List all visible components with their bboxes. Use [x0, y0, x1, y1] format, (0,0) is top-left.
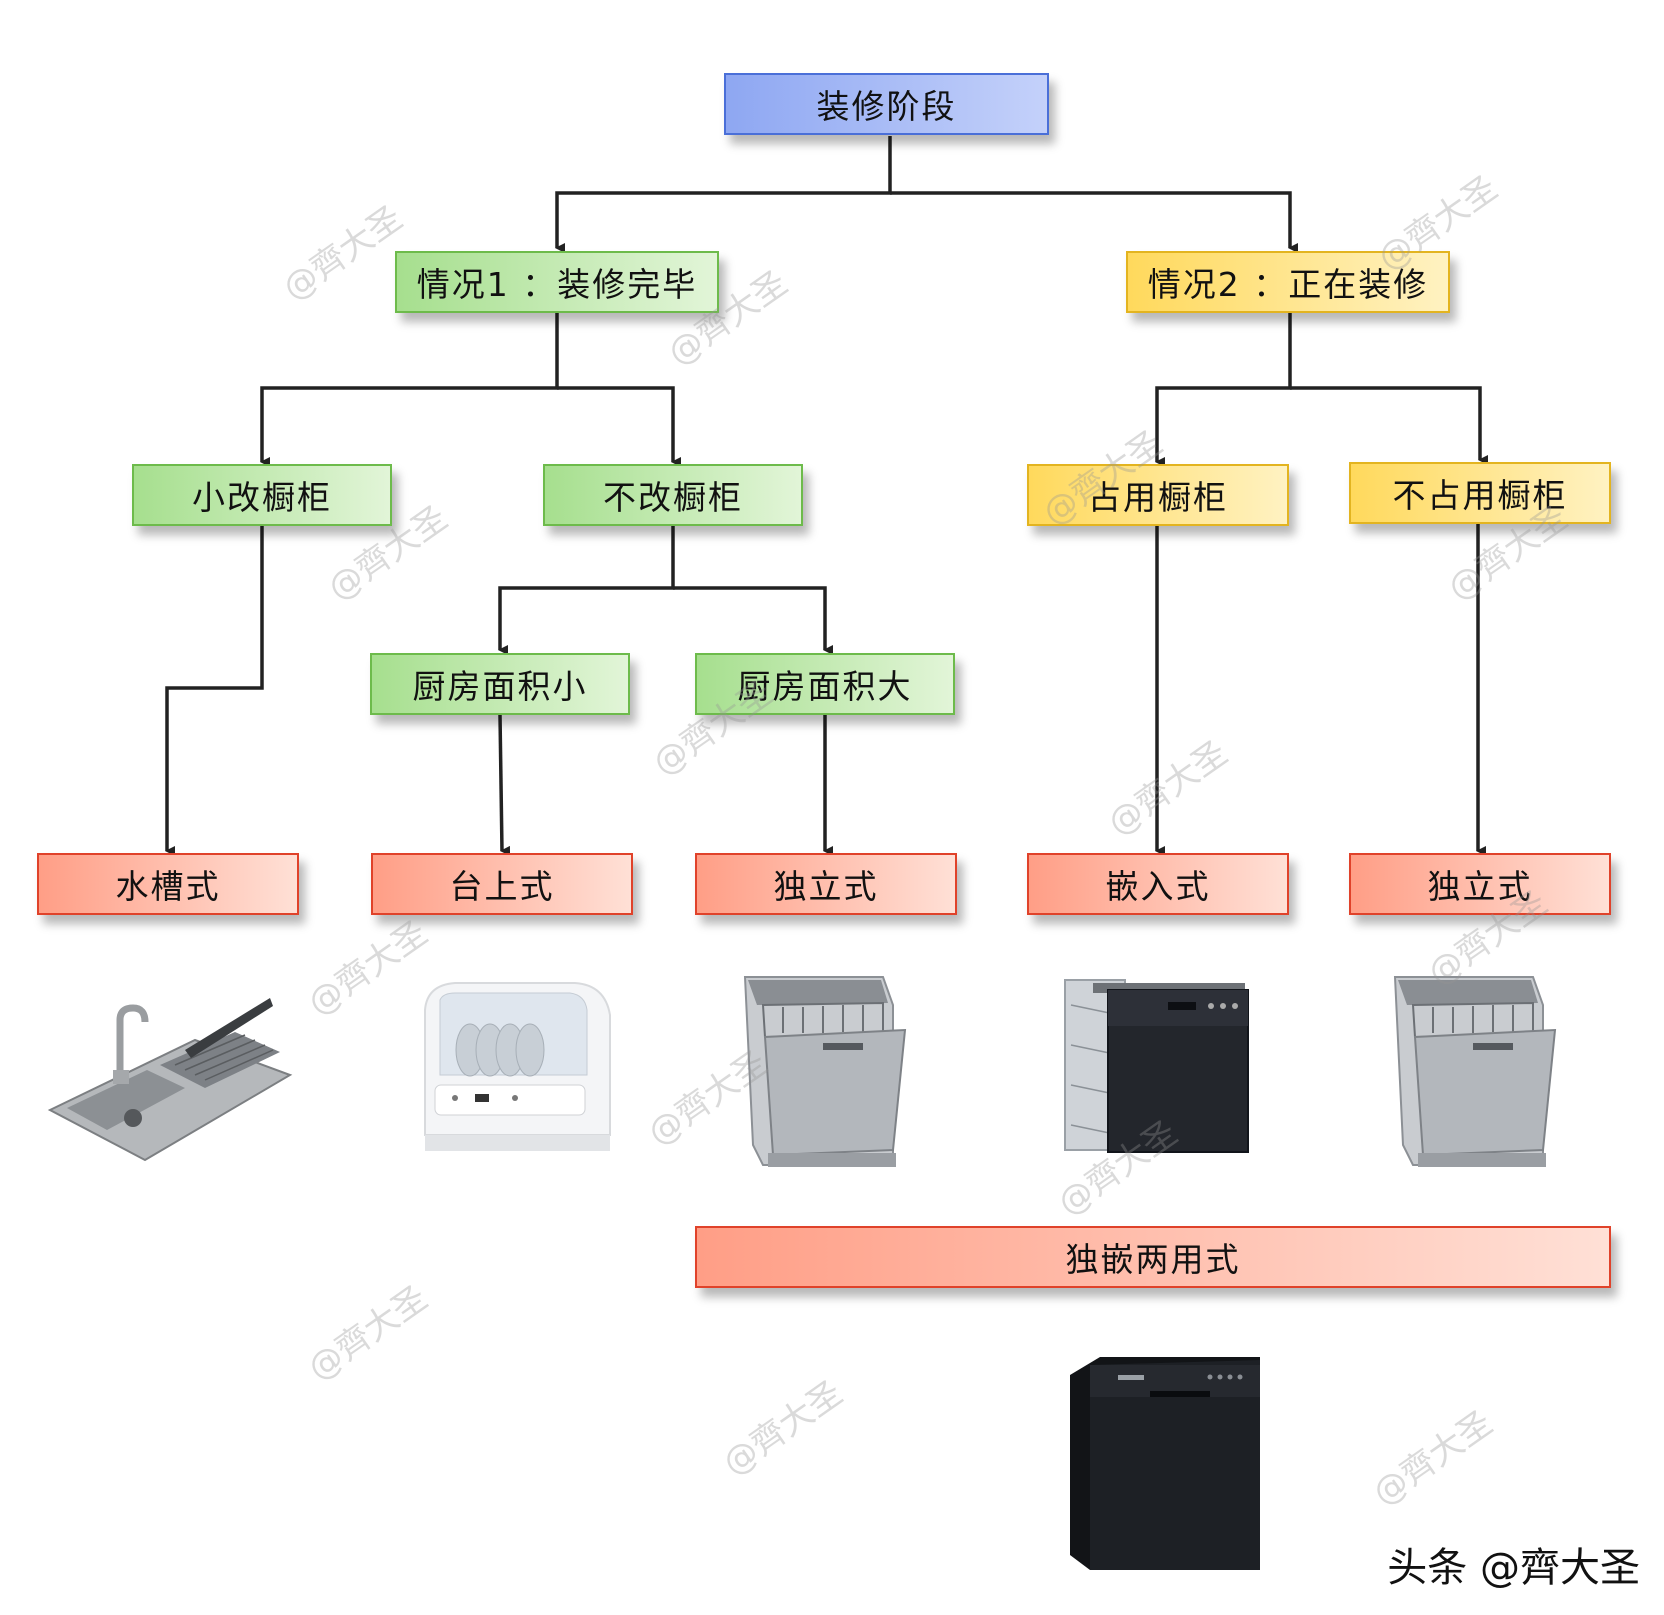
node-case2-label: 情况2 ：正在装修 — [1147, 265, 1429, 304]
dual-use-black-dishwasher-image — [1070, 1357, 1260, 1570]
node-kitchen-large: 厨房面积大 — [695, 653, 955, 715]
node-freestanding-type-1-label: 独立式 — [773, 867, 879, 906]
node-builtin-type: 嵌入式 — [1027, 853, 1289, 915]
node-case1: 情况1 ：装修完毕 — [395, 251, 719, 313]
node-no-change-label: 不改橱柜 — [603, 478, 743, 517]
builtin-dishwasher-image — [1064, 979, 1249, 1153]
connector-case2-nooccupy — [1290, 386, 1488, 465]
freestanding-dishwasher-image — [743, 976, 907, 1167]
node-no-change: 不改橱柜 — [543, 464, 803, 526]
node-dual-use-type: 独嵌两用式 — [695, 1226, 1611, 1288]
node-kitchen-small-label: 厨房面积小 — [412, 667, 588, 706]
countertop-dishwasher-image — [424, 982, 611, 1151]
node-occupy-cabinet: 占用橱柜 — [1027, 464, 1289, 526]
node-case2: 情况2 ：正在装修 — [1126, 251, 1450, 313]
footer-credit: 头条 @齊大圣 — [1387, 1545, 1640, 1591]
connector-case1-small — [260, 313, 559, 467]
node-freestanding-type-1: 独立式 — [695, 853, 957, 915]
node-freestanding-type-2-label: 独立式 — [1427, 867, 1533, 906]
connector-case2-occupy — [1155, 313, 1292, 467]
connector-nochange-kitchen-large — [673, 586, 833, 655]
node-dual-use-type-label: 独嵌两用式 — [1065, 1240, 1241, 1279]
connector-root-case2 — [890, 191, 1298, 253]
connector-small-sink — [165, 526, 264, 856]
connector-nochange-kitchen — [498, 526, 675, 655]
node-builtin-type-label: 嵌入式 — [1105, 867, 1211, 906]
connector-root-case1 — [555, 136, 892, 253]
node-small-change-label: 小改橱柜 — [192, 478, 332, 517]
node-small-change: 小改橱柜 — [132, 464, 392, 526]
node-kitchen-large-label: 厨房面积大 — [737, 667, 913, 706]
node-sink-type: 水槽式 — [37, 853, 299, 915]
node-root-label: 装修阶段 — [816, 87, 957, 126]
freestanding-dishwasher-image — [1393, 976, 1557, 1167]
node-root: 装修阶段 — [724, 73, 1049, 135]
node-no-occupy-cabinet: 不占用橱柜 — [1349, 462, 1611, 524]
sink-dishwasher-image — [47, 998, 293, 1162]
node-countertop-type-label: 台上式 — [449, 867, 555, 906]
node-sink-type-label: 水槽式 — [115, 867, 221, 906]
node-countertop-type: 台上式 — [371, 853, 633, 915]
connector-ksmall-countertop — [498, 714, 511, 856]
node-kitchen-small: 厨房面积小 — [370, 653, 630, 715]
node-no-occupy-cabinet-label: 不占用橱柜 — [1392, 476, 1568, 515]
node-occupy-cabinet-label: 占用橱柜 — [1088, 478, 1228, 517]
connector-case1-nochange — [557, 386, 681, 467]
node-freestanding-type-2: 独立式 — [1349, 853, 1611, 915]
node-case1-label: 情况1 ：装修完毕 — [416, 265, 698, 304]
